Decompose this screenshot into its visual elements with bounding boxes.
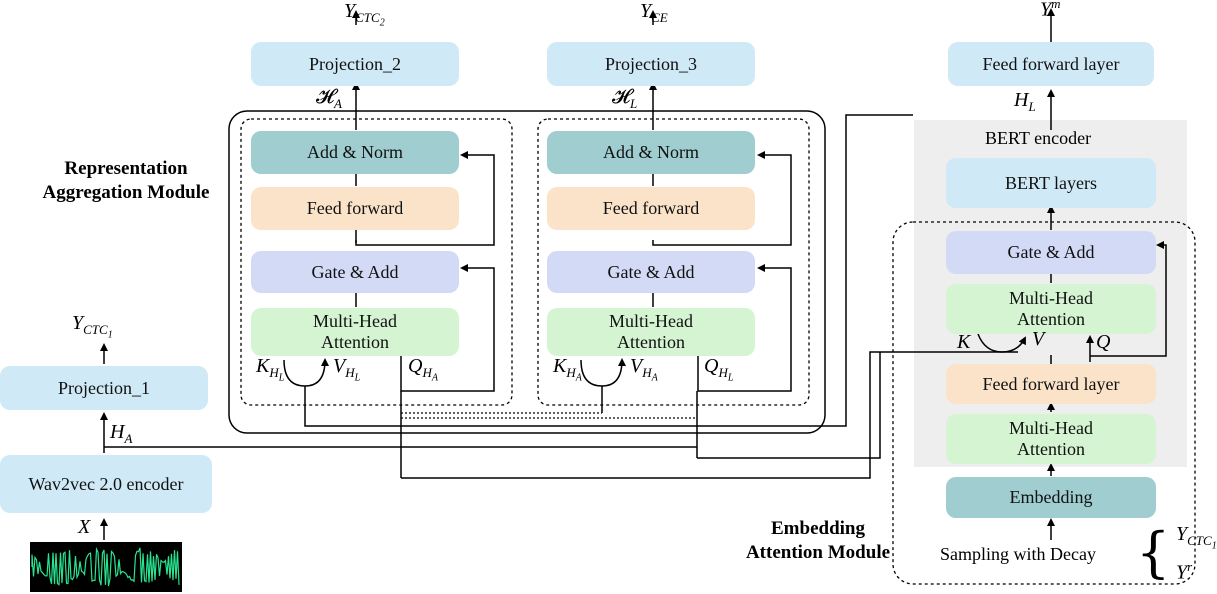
projection-3-box: Projection_3 bbox=[547, 42, 755, 86]
bert-encoder-title: BERT encoder bbox=[985, 128, 1092, 148]
feed-forward-layer-bert-box: Feed forward layer bbox=[946, 364, 1156, 404]
mha-bert-top-box: Multi-Head Attention bbox=[946, 284, 1156, 334]
label-y-ctc1-left: YCTC1 bbox=[72, 312, 113, 341]
projection-1-box: Projection_1 bbox=[0, 366, 208, 410]
eam-container bbox=[892, 221, 1196, 585]
projection-2-box: Projection_2 bbox=[251, 42, 459, 86]
label-q-a: QHA bbox=[408, 355, 438, 384]
audio-waveform bbox=[30, 542, 182, 592]
brace-symbol: { bbox=[1136, 521, 1171, 584]
ram-container bbox=[228, 110, 826, 434]
embedding-box: Embedding bbox=[946, 477, 1156, 518]
label-x: X bbox=[78, 516, 91, 538]
label-y-m: Ym bbox=[1040, 0, 1061, 21]
label-k-l: KHA bbox=[553, 355, 582, 384]
add-norm-a-box: Add & Norm bbox=[251, 131, 459, 174]
wav2vec-encoder-box: Wav2vec 2.0 encoder bbox=[0, 455, 212, 513]
eam-title: Embedding Attention Module bbox=[745, 518, 891, 563]
label-h-l-bert: HL bbox=[1014, 89, 1036, 114]
label-v-bert: V bbox=[1032, 328, 1045, 350]
feed-forward-l-box: Feed forward bbox=[547, 187, 755, 230]
label-y-r: Yr bbox=[1176, 559, 1193, 584]
gate-add-bert-box: Gate & Add bbox=[946, 231, 1156, 274]
label-v-l: VHA bbox=[630, 355, 658, 384]
ram-block-a-dashed bbox=[240, 118, 513, 406]
label-q-l: QHL bbox=[704, 355, 734, 384]
mha-l-box: Multi-Head Attention bbox=[547, 308, 755, 356]
mha-a-box: Multi-Head Attention bbox=[251, 308, 459, 356]
label-y-ce: YCE bbox=[640, 0, 668, 25]
label-y-ctc2: YCTC2 bbox=[344, 0, 385, 29]
feed-forward-a-box: Feed forward bbox=[251, 187, 459, 230]
add-norm-l-box: Add & Norm bbox=[547, 131, 755, 174]
label-h-a-block: 𝓗A bbox=[316, 86, 342, 111]
label-q-bert: Q bbox=[1096, 331, 1111, 353]
feed-forward-layer-top-box: Feed forward layer bbox=[948, 42, 1154, 86]
gate-add-a-box: Gate & Add bbox=[251, 251, 459, 293]
sampling-with-decay-label: Sampling with Decay bbox=[940, 544, 1096, 564]
ram-block-l-dashed bbox=[537, 118, 810, 406]
label-h-a-left: HA bbox=[110, 421, 133, 446]
label-k-a: KHL bbox=[256, 355, 285, 384]
label-h-l-block: 𝓗L bbox=[612, 86, 638, 111]
label-k-bert: K bbox=[957, 331, 971, 353]
bert-layers-box: BERT layers bbox=[946, 158, 1156, 208]
mha-bert-bottom-box: Multi-Head Attention bbox=[946, 414, 1156, 464]
label-y-ctc1-bert: YCTC1 bbox=[1176, 523, 1217, 552]
ram-title: Representation Aggregation Module bbox=[42, 158, 210, 203]
label-v-a: VHL bbox=[333, 355, 361, 384]
gate-add-l-box: Gate & Add bbox=[547, 251, 755, 293]
